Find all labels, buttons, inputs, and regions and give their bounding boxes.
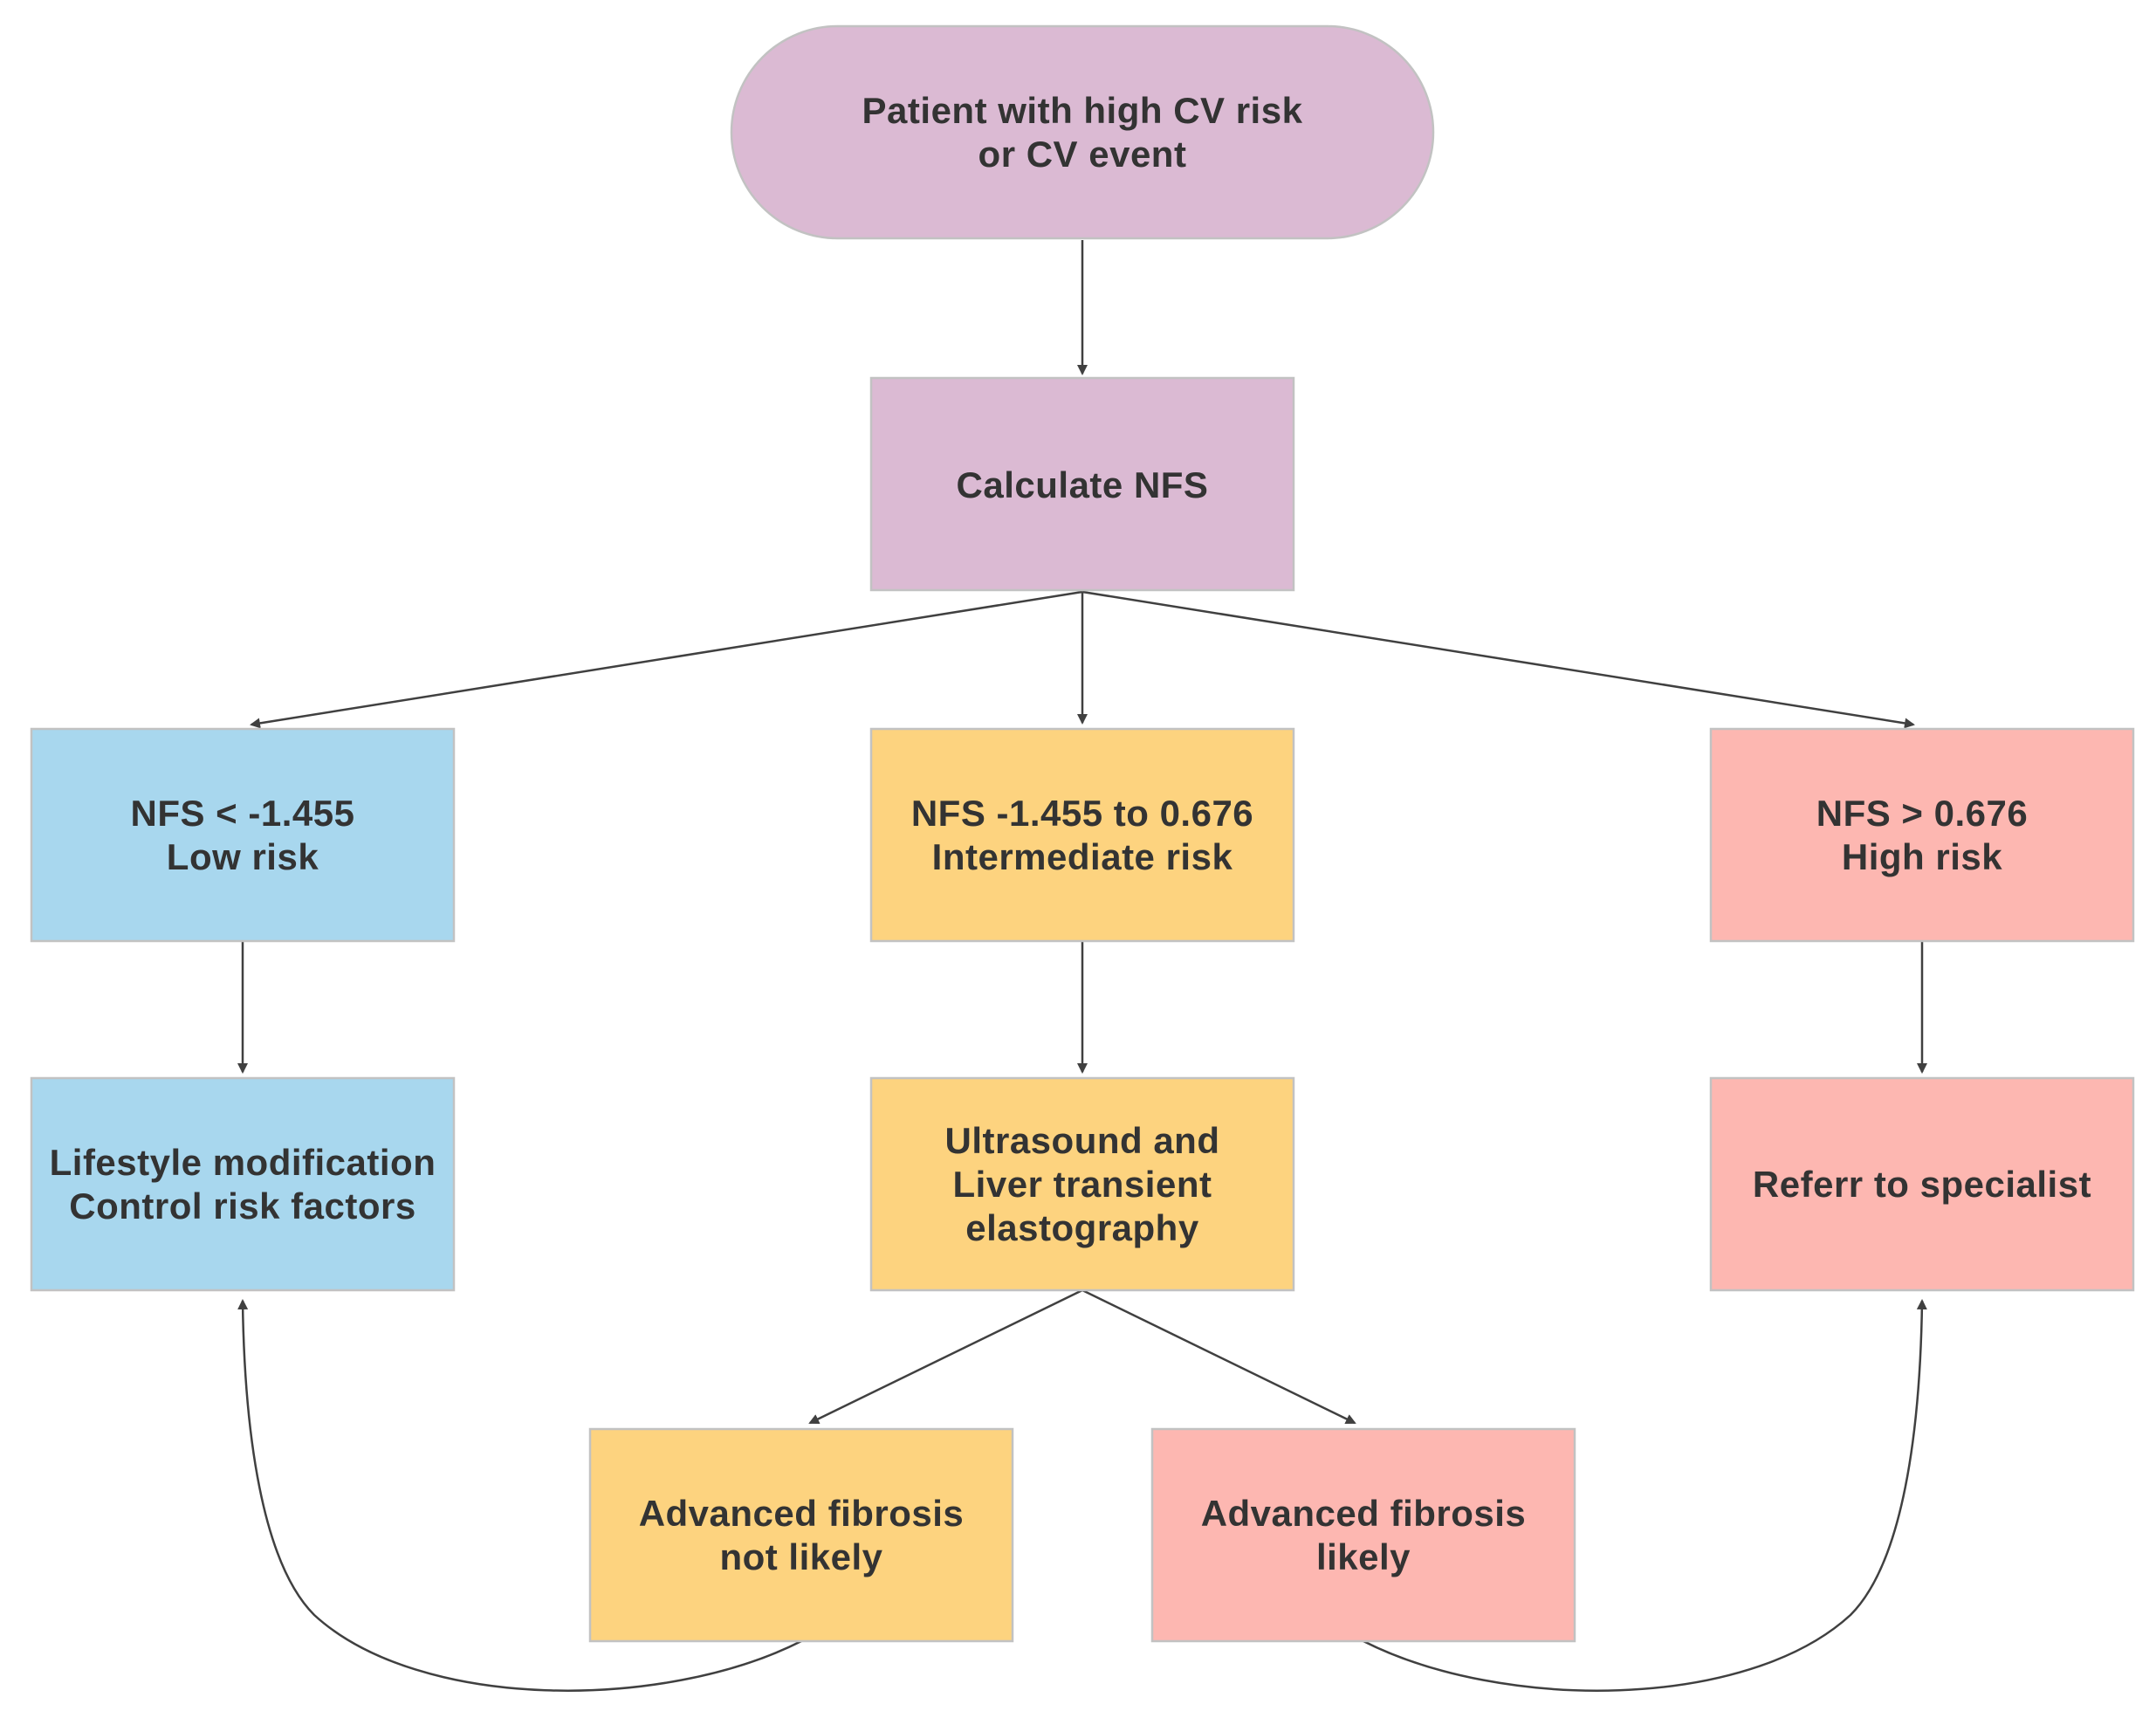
mid-label-line: NFS -1.455 to 0.676	[911, 793, 1253, 834]
mid-label-line: Intermediate risk	[932, 836, 1233, 877]
ultrasound-box	[869, 1076, 1295, 1292]
ultrasound-label-line: Liver transient	[953, 1164, 1212, 1205]
edge-calc-to-high	[1081, 590, 1915, 729]
start-label-line: or CV event	[978, 134, 1187, 175]
edge-ultrasound-to-likely	[1081, 1288, 1356, 1425]
calc-box	[869, 376, 1295, 592]
node-calculate-nfs: Calculate NFS	[869, 376, 1295, 592]
mid-box	[869, 727, 1295, 943]
edge-ultrasound-to-notlikely	[808, 1288, 1083, 1425]
lifestyle-label-line: Control risk factors	[69, 1185, 415, 1227]
calc-label: Calculate NFS	[957, 464, 1209, 505]
high-label-line: High risk	[1842, 836, 2002, 877]
likely-label-line: likely	[1316, 1536, 1411, 1577]
referr-box	[1709, 1076, 2135, 1292]
calc-label-line: Calculate NFS	[957, 464, 1209, 505]
low-label-line: NFS < -1.455	[131, 793, 355, 834]
referr-label-line: Referr to specialist	[1753, 1164, 2091, 1205]
notlikely-box	[588, 1427, 1014, 1643]
node-referr: Referr to specialist	[1709, 1076, 2135, 1292]
notlikely-label-line: not likely	[719, 1536, 882, 1577]
lifestyle-box	[30, 1076, 456, 1292]
edge-notlikely-to-lifestyle	[237, 1299, 802, 1692]
likely-box	[1150, 1427, 1576, 1643]
notlikely-label-line: Advanced fibrosis	[639, 1493, 965, 1534]
ultrasound-label-line: elastography	[965, 1207, 1199, 1248]
likely-label-line: Advanced fibrosis	[1201, 1493, 1527, 1534]
start-label-line: Patient with high CV risk	[862, 90, 1303, 131]
ultrasound-label-line: Ultrasound and	[944, 1120, 1219, 1161]
edge-likely-to-referr	[1363, 1299, 1927, 1692]
low-label-line: Low risk	[167, 836, 319, 877]
lifestyle-label-line: Lifestyle modification	[50, 1142, 436, 1183]
low-box	[30, 727, 456, 943]
start-terminal-shape	[730, 24, 1435, 240]
high-box	[1709, 727, 2135, 943]
edge-calc-to-low	[250, 590, 1083, 729]
edges	[237, 240, 1927, 1692]
referr-label: Referr to specialist	[1753, 1164, 2091, 1205]
high-label-line: NFS > 0.676	[1816, 793, 2028, 834]
